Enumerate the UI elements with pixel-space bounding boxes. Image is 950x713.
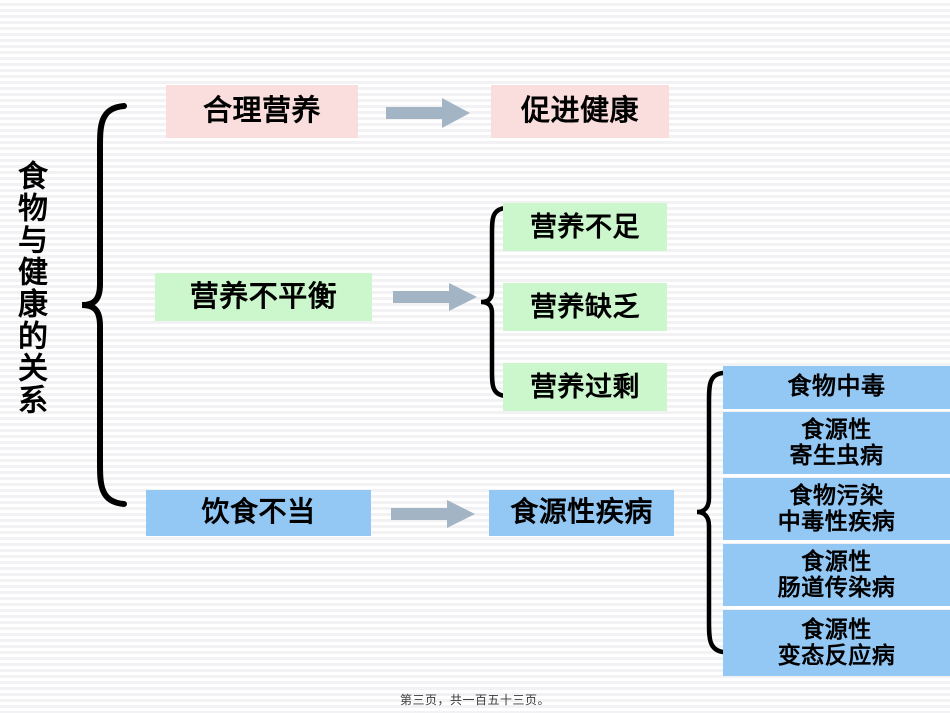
right-arrow-icon-2 [393,283,477,311]
left-curly-brace [78,100,134,510]
node-cause-imbalance[interactable]: 营养不平衡 [155,273,372,321]
node-cause-healthy[interactable]: 合理营养 [166,85,358,138]
middle-curly-brace [478,203,512,401]
node-sub-diet-3[interactable]: 食物污染 中毒性疾病 [723,478,950,540]
node-effect-diet[interactable]: 食源性疾病 [489,490,674,536]
node-sub-diet-2[interactable]: 食源性 寄生虫病 [723,412,950,474]
root-label: 食物与健康的关系 [13,160,46,416]
node-effect-healthy[interactable]: 促进健康 [491,85,669,138]
right-arrow-icon [386,98,470,128]
right-arrow-icon-3 [391,500,475,528]
node-sub-diet-1[interactable]: 食物中毒 [723,366,950,409]
node-sub-imbalance-2[interactable]: 营养缺乏 [503,283,667,331]
right-curly-brace [694,368,728,658]
node-cause-diet[interactable]: 饮食不当 [146,490,371,536]
node-sub-imbalance-3[interactable]: 营养过剩 [503,363,667,411]
node-sub-diet-4[interactable]: 食源性 肠道传染病 [723,544,950,606]
node-sub-imbalance-1[interactable]: 营养不足 [503,203,667,251]
slide-footer: 第三页，共一百五十三页。 [399,693,550,707]
node-sub-diet-5[interactable]: 食源性 变态反应病 [723,610,950,676]
